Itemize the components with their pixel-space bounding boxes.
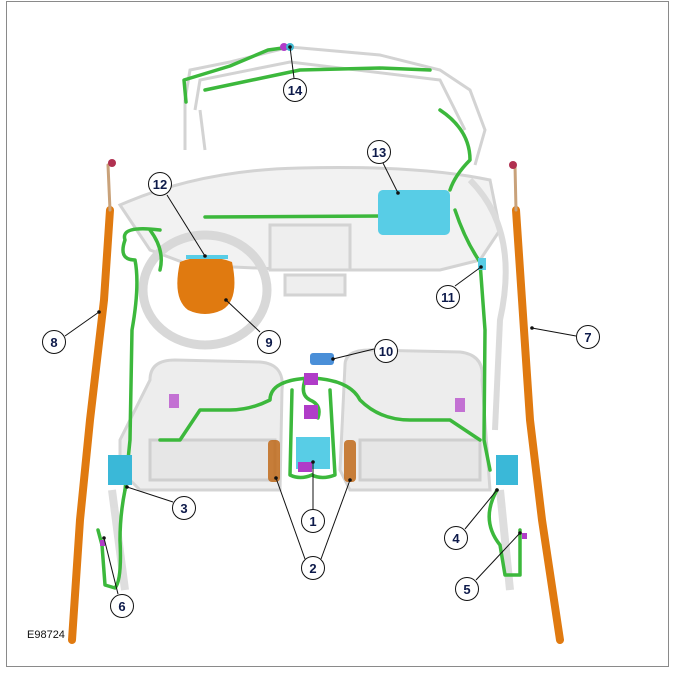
callout-5: 5 [455, 577, 479, 601]
right-side-impact-sensor [496, 455, 518, 485]
callout-4: 4 [444, 526, 468, 550]
left-side-impact-sensor [108, 455, 132, 485]
harness-connectors [100, 43, 527, 546]
left-curtain-airbag [68, 206, 114, 644]
callout-10: 10 [374, 339, 398, 363]
leader-endpoints [97, 45, 534, 540]
callout-11: 11 [436, 285, 460, 309]
callout-9: 9 [257, 330, 281, 354]
clockspring [186, 255, 228, 259]
callout-12: 12 [148, 172, 172, 196]
callout-6: 6 [110, 594, 134, 618]
driver-airbag [177, 257, 235, 314]
callout-7: 7 [576, 325, 600, 349]
callout-2: 2 [301, 556, 325, 580]
left-pillar-fastener-icon [108, 159, 116, 167]
right-pillar-fastener-icon [509, 161, 517, 169]
callout-1: 1 [301, 509, 325, 533]
figure-id-label: E98724 [24, 628, 68, 642]
ghost-vehicle-structure [108, 45, 514, 591]
passenger-airbag-module [378, 190, 450, 235]
right-curtain-airbag [512, 206, 564, 644]
leader-lines [64, 46, 577, 595]
occupant-classification-sensor [310, 353, 334, 365]
left-seatbelt-pretensioner [268, 440, 280, 482]
callout-3: 3 [172, 496, 196, 520]
figure-frame [6, 1, 669, 667]
right-seatbelt-pretensioner [344, 440, 356, 482]
callout-13: 13 [367, 140, 391, 164]
wiring-harness [96, 45, 522, 590]
callout-14: 14 [283, 78, 307, 102]
callout-8: 8 [42, 330, 66, 354]
curtain-airbags [68, 163, 564, 644]
passenger-airbag-deactivation-switch [478, 258, 486, 270]
